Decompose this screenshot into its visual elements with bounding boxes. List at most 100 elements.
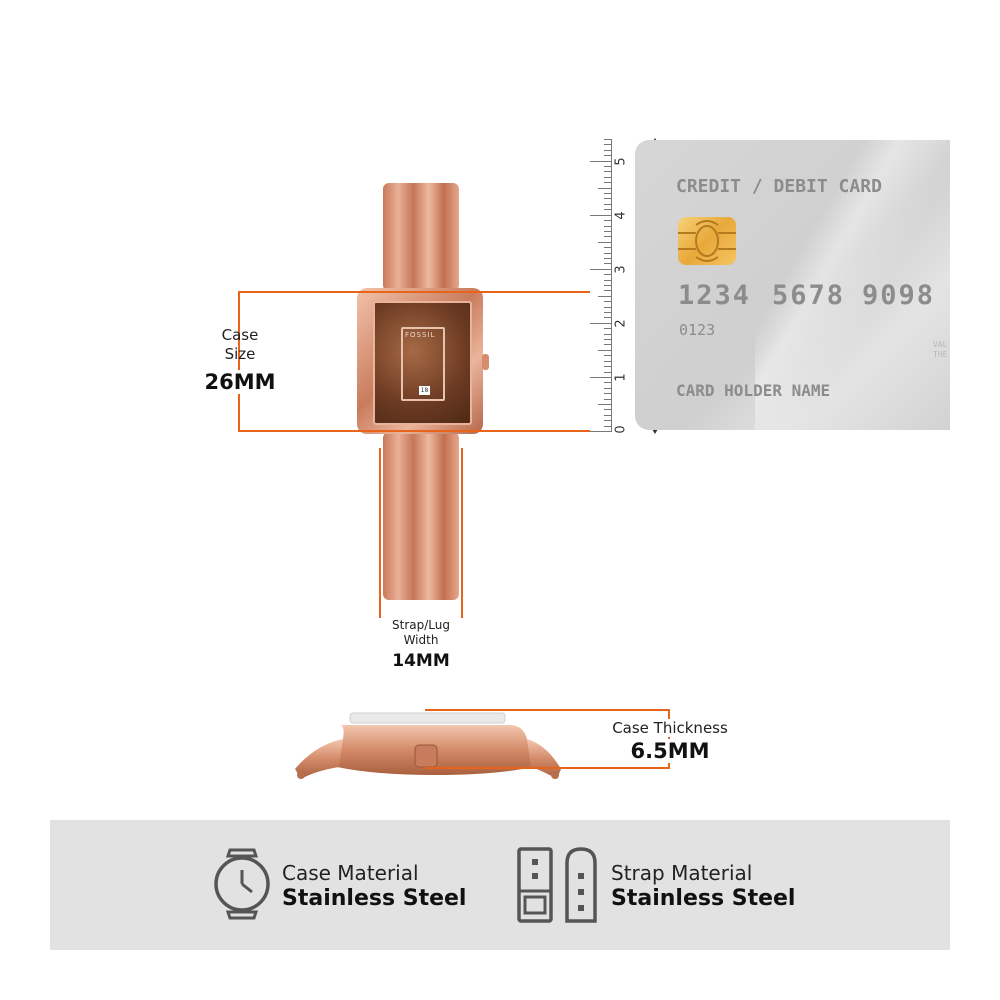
ruler-tick bbox=[604, 307, 612, 308]
watch-side-view bbox=[295, 712, 561, 779]
case-size-bottom-line bbox=[238, 430, 590, 432]
ruler-tick bbox=[590, 269, 612, 270]
ruler-tick bbox=[604, 220, 612, 221]
strap-width-value: 14MM bbox=[392, 651, 450, 671]
case-size-left-line bbox=[238, 291, 240, 432]
ruler-tick bbox=[604, 361, 612, 362]
ruler-tick bbox=[604, 399, 612, 400]
ruler-tick bbox=[604, 366, 612, 367]
watch-outline-icon bbox=[214, 848, 270, 920]
ruler-tick bbox=[604, 209, 612, 210]
ruler-tick bbox=[604, 231, 612, 232]
ruler-tick bbox=[604, 258, 612, 259]
strap-width-label: Strap/Lug Width bbox=[375, 618, 467, 648]
watch-dial: FOSSIL 18 bbox=[373, 301, 472, 425]
date-window: 18 bbox=[419, 386, 430, 395]
ruler-tick bbox=[598, 404, 612, 405]
dial-inner-frame bbox=[401, 327, 445, 401]
ruler-tick bbox=[604, 382, 612, 383]
ruler-tick bbox=[604, 204, 612, 205]
card-chip-icon bbox=[678, 217, 736, 265]
ruler-tick bbox=[604, 226, 612, 227]
ruler-tick bbox=[604, 166, 612, 167]
ruler-tick bbox=[604, 263, 612, 264]
ruler-number: 5 bbox=[613, 157, 629, 166]
strap-width-left-line bbox=[379, 448, 381, 640]
ruler-tick bbox=[604, 312, 612, 313]
ruler-spine bbox=[611, 140, 612, 432]
ruler-tick bbox=[604, 285, 612, 286]
ruler-tick bbox=[604, 177, 612, 178]
ruler-tick bbox=[604, 274, 612, 275]
card-holder-name: CARD HOLDER NAME bbox=[676, 381, 831, 400]
strap-outline-icon bbox=[517, 847, 597, 923]
materials-panel bbox=[50, 820, 950, 950]
case-size-top-line bbox=[238, 291, 590, 293]
ruler-tick bbox=[604, 280, 612, 281]
case-size-value: 26MM bbox=[195, 370, 285, 394]
ruler-tick bbox=[598, 296, 612, 297]
ruler-tick bbox=[604, 301, 612, 302]
strap-material-title: Strap Material bbox=[611, 861, 753, 885]
strap-width-right-line bbox=[461, 448, 463, 640]
ruler-tick bbox=[604, 236, 612, 237]
ruler-number: 2 bbox=[613, 319, 629, 328]
case-material-value: Stainless Steel bbox=[282, 886, 467, 911]
strap-material-value: Stainless Steel bbox=[611, 886, 796, 911]
ruler-tick bbox=[598, 350, 612, 351]
brand-logo: FOSSIL bbox=[405, 331, 436, 339]
ruler-tick bbox=[590, 323, 612, 324]
strap-top bbox=[383, 183, 459, 291]
case-thickness-value: 6.5MM bbox=[600, 739, 740, 763]
ruler-tick bbox=[604, 193, 612, 194]
ruler-tick bbox=[604, 328, 612, 329]
ruler-tick bbox=[590, 431, 612, 432]
ruler-tick bbox=[604, 150, 612, 151]
ruler-tick bbox=[604, 344, 612, 345]
card-title: CREDIT / DEBIT CARD bbox=[676, 176, 882, 197]
ruler-tick bbox=[604, 253, 612, 254]
ruler-number: 0 bbox=[613, 425, 629, 434]
watch-crown bbox=[482, 354, 489, 370]
card-edge-text-1: VAL bbox=[933, 340, 948, 349]
ruler-tick bbox=[604, 409, 612, 410]
card-edge-text-2: THE bbox=[933, 350, 948, 359]
ruler-tick bbox=[604, 155, 612, 156]
ruler-tick bbox=[604, 334, 612, 335]
ruler-tick bbox=[604, 420, 612, 421]
ruler-tick bbox=[604, 139, 612, 140]
ruler-tick bbox=[604, 426, 612, 427]
ruler-tick bbox=[604, 339, 612, 340]
ruler-tick bbox=[590, 215, 612, 216]
card-small-number: 0123 bbox=[679, 321, 716, 339]
ruler-tick bbox=[604, 198, 612, 199]
thickness-top-line bbox=[425, 709, 670, 711]
ruler-tick bbox=[598, 188, 612, 189]
card-glare bbox=[755, 140, 950, 430]
card-number-1: 1234 bbox=[678, 280, 752, 311]
ruler-tick bbox=[604, 317, 612, 318]
ruler-tick bbox=[604, 182, 612, 183]
ruler-tick bbox=[604, 355, 612, 356]
ruler-tick bbox=[598, 242, 612, 243]
strap-bottom bbox=[383, 432, 459, 600]
ruler-tick bbox=[604, 247, 612, 248]
ruler-tick bbox=[604, 393, 612, 394]
ruler-number: 3 bbox=[613, 265, 629, 274]
case-thickness-label: Case Thickness bbox=[600, 719, 740, 737]
ruler-tick bbox=[590, 161, 612, 162]
ruler-tick bbox=[604, 372, 612, 373]
case-material-title: Case Material bbox=[282, 861, 419, 885]
ruler-tick bbox=[590, 377, 612, 378]
case-size-label: Case Size bbox=[221, 326, 259, 363]
ruler-number: 1 bbox=[613, 373, 629, 382]
card-number-3: 9098 bbox=[862, 280, 936, 311]
card-number-2: 5678 bbox=[772, 280, 846, 311]
ruler bbox=[590, 139, 612, 432]
ruler-tick bbox=[604, 290, 612, 291]
ruler-tick bbox=[604, 171, 612, 172]
ruler-number: 4 bbox=[613, 211, 629, 220]
ruler-tick bbox=[604, 415, 612, 416]
credit-card bbox=[635, 140, 950, 430]
ruler-tick bbox=[604, 144, 612, 145]
